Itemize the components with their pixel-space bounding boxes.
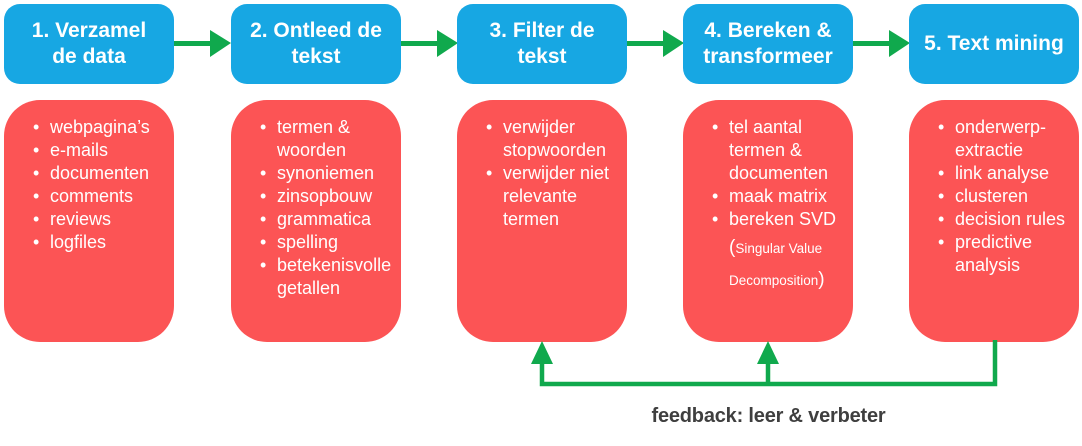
flow-arrow-3 — [627, 30, 684, 57]
list-item: link analyse — [936, 162, 1073, 185]
feedback-label: feedback: leer & verbeter — [651, 405, 886, 427]
list-item: predictive analysis — [936, 231, 1073, 277]
list-item: synoniemen — [258, 162, 395, 185]
step-title-line: 1. Verzamel — [31, 19, 147, 42]
step-title-line: 5. Text mining — [924, 32, 1064, 55]
item-list: termen & woorden synoniemen zinsopbouw g… — [258, 116, 395, 300]
note-paren-open: ( — [729, 237, 736, 258]
list-item: clusteren — [936, 185, 1073, 208]
step-header-4: 4. Bereken & transformeer — [683, 4, 853, 84]
step-column-3: 3. Filter de tekst verwijder stopwoorden… — [457, 4, 627, 342]
item-list: verwijder stopwoorden verwijder niet rel… — [484, 116, 621, 231]
step-body-5: onderwerp-extractie link analyse cluster… — [909, 100, 1079, 342]
list-item: verwijder stopwoorden — [484, 116, 621, 162]
feedback-up-arrow-icon — [531, 341, 553, 364]
list-item: bereken SVD — [710, 208, 847, 231]
arrow-shaft — [401, 41, 441, 46]
list-item: documenten — [31, 162, 168, 185]
step-body-3: verwijder stopwoorden verwijder niet rel… — [457, 100, 627, 342]
list-item: zinsopbouw — [258, 185, 395, 208]
svd-note: (Singular Value Decomposition) — [710, 232, 847, 296]
step-title-line: 2. Ontleed de — [250, 19, 382, 42]
step-body-4: tel aantal termen & documenten maak matr… — [683, 100, 853, 342]
item-list: webpagina’s e-mails documenten comments … — [31, 116, 168, 254]
list-item: decision rules — [936, 208, 1073, 231]
list-item: grammatica — [258, 208, 395, 231]
flow-arrow-1 — [174, 30, 231, 57]
list-item: reviews — [31, 208, 168, 231]
list-item: logfiles — [31, 231, 168, 254]
list-item: webpagina’s — [31, 116, 168, 139]
list-item: e-mails — [31, 139, 168, 162]
step-title-line: 4. Bereken & — [704, 19, 832, 42]
step-header-5: 5. Text mining — [909, 4, 1079, 84]
list-item: verwijder niet relevante termen — [484, 162, 621, 231]
step-body-1: webpagina’s e-mails documenten comments … — [4, 100, 174, 342]
step-title-line: de data — [52, 45, 126, 68]
step-title-line: transformeer — [703, 45, 833, 68]
arrow-shaft — [174, 41, 214, 46]
step-header-1: 1. Verzamel de data — [4, 4, 174, 84]
step-title-line: tekst — [291, 45, 341, 68]
step-body-2: termen & woorden synoniemen zinsopbouw g… — [231, 100, 401, 342]
step-header-3: 3. Filter de tekst — [457, 4, 627, 84]
item-list: tel aantal termen & documenten maak matr… — [710, 116, 847, 231]
arrow-head-icon — [210, 30, 231, 57]
arrow-shaft — [853, 41, 893, 46]
feedback-up-arrow-icon — [757, 341, 779, 364]
note-text: Singular Value Decomposition — [729, 241, 823, 288]
step-column-1: 1. Verzamel de data webpagina’s e-mails … — [4, 4, 174, 342]
step-column-4: 4. Bereken & transformeer tel aantal ter… — [683, 4, 853, 342]
step-title-line: tekst — [517, 45, 567, 68]
item-list: onderwerp-extractie link analyse cluster… — [936, 116, 1073, 277]
feedback-path — [539, 340, 998, 387]
list-item: betekenisvolle getallen — [258, 254, 395, 300]
arrow-shaft — [627, 41, 667, 46]
list-item: spelling — [258, 231, 395, 254]
list-item: comments — [31, 185, 168, 208]
flow-arrow-2 — [401, 30, 458, 57]
note-paren-close: ) — [818, 269, 825, 290]
list-item: maak matrix — [710, 185, 847, 208]
step-column-2: 2. Ontleed de tekst termen & woorden syn… — [231, 4, 401, 342]
list-item: onderwerp-extractie — [936, 116, 1073, 162]
step-title-line: 3. Filter de — [489, 19, 595, 42]
list-item: termen & woorden — [258, 116, 395, 162]
arrow-head-icon — [663, 30, 684, 57]
step-column-5: 5. Text mining onderwerp-extractie link … — [909, 4, 1079, 342]
arrow-head-icon — [437, 30, 458, 57]
flow-arrow-4 — [853, 30, 910, 57]
step-header-2: 2. Ontleed de tekst — [231, 4, 401, 84]
arrow-head-icon — [889, 30, 910, 57]
list-item: tel aantal termen & documenten — [710, 116, 847, 185]
